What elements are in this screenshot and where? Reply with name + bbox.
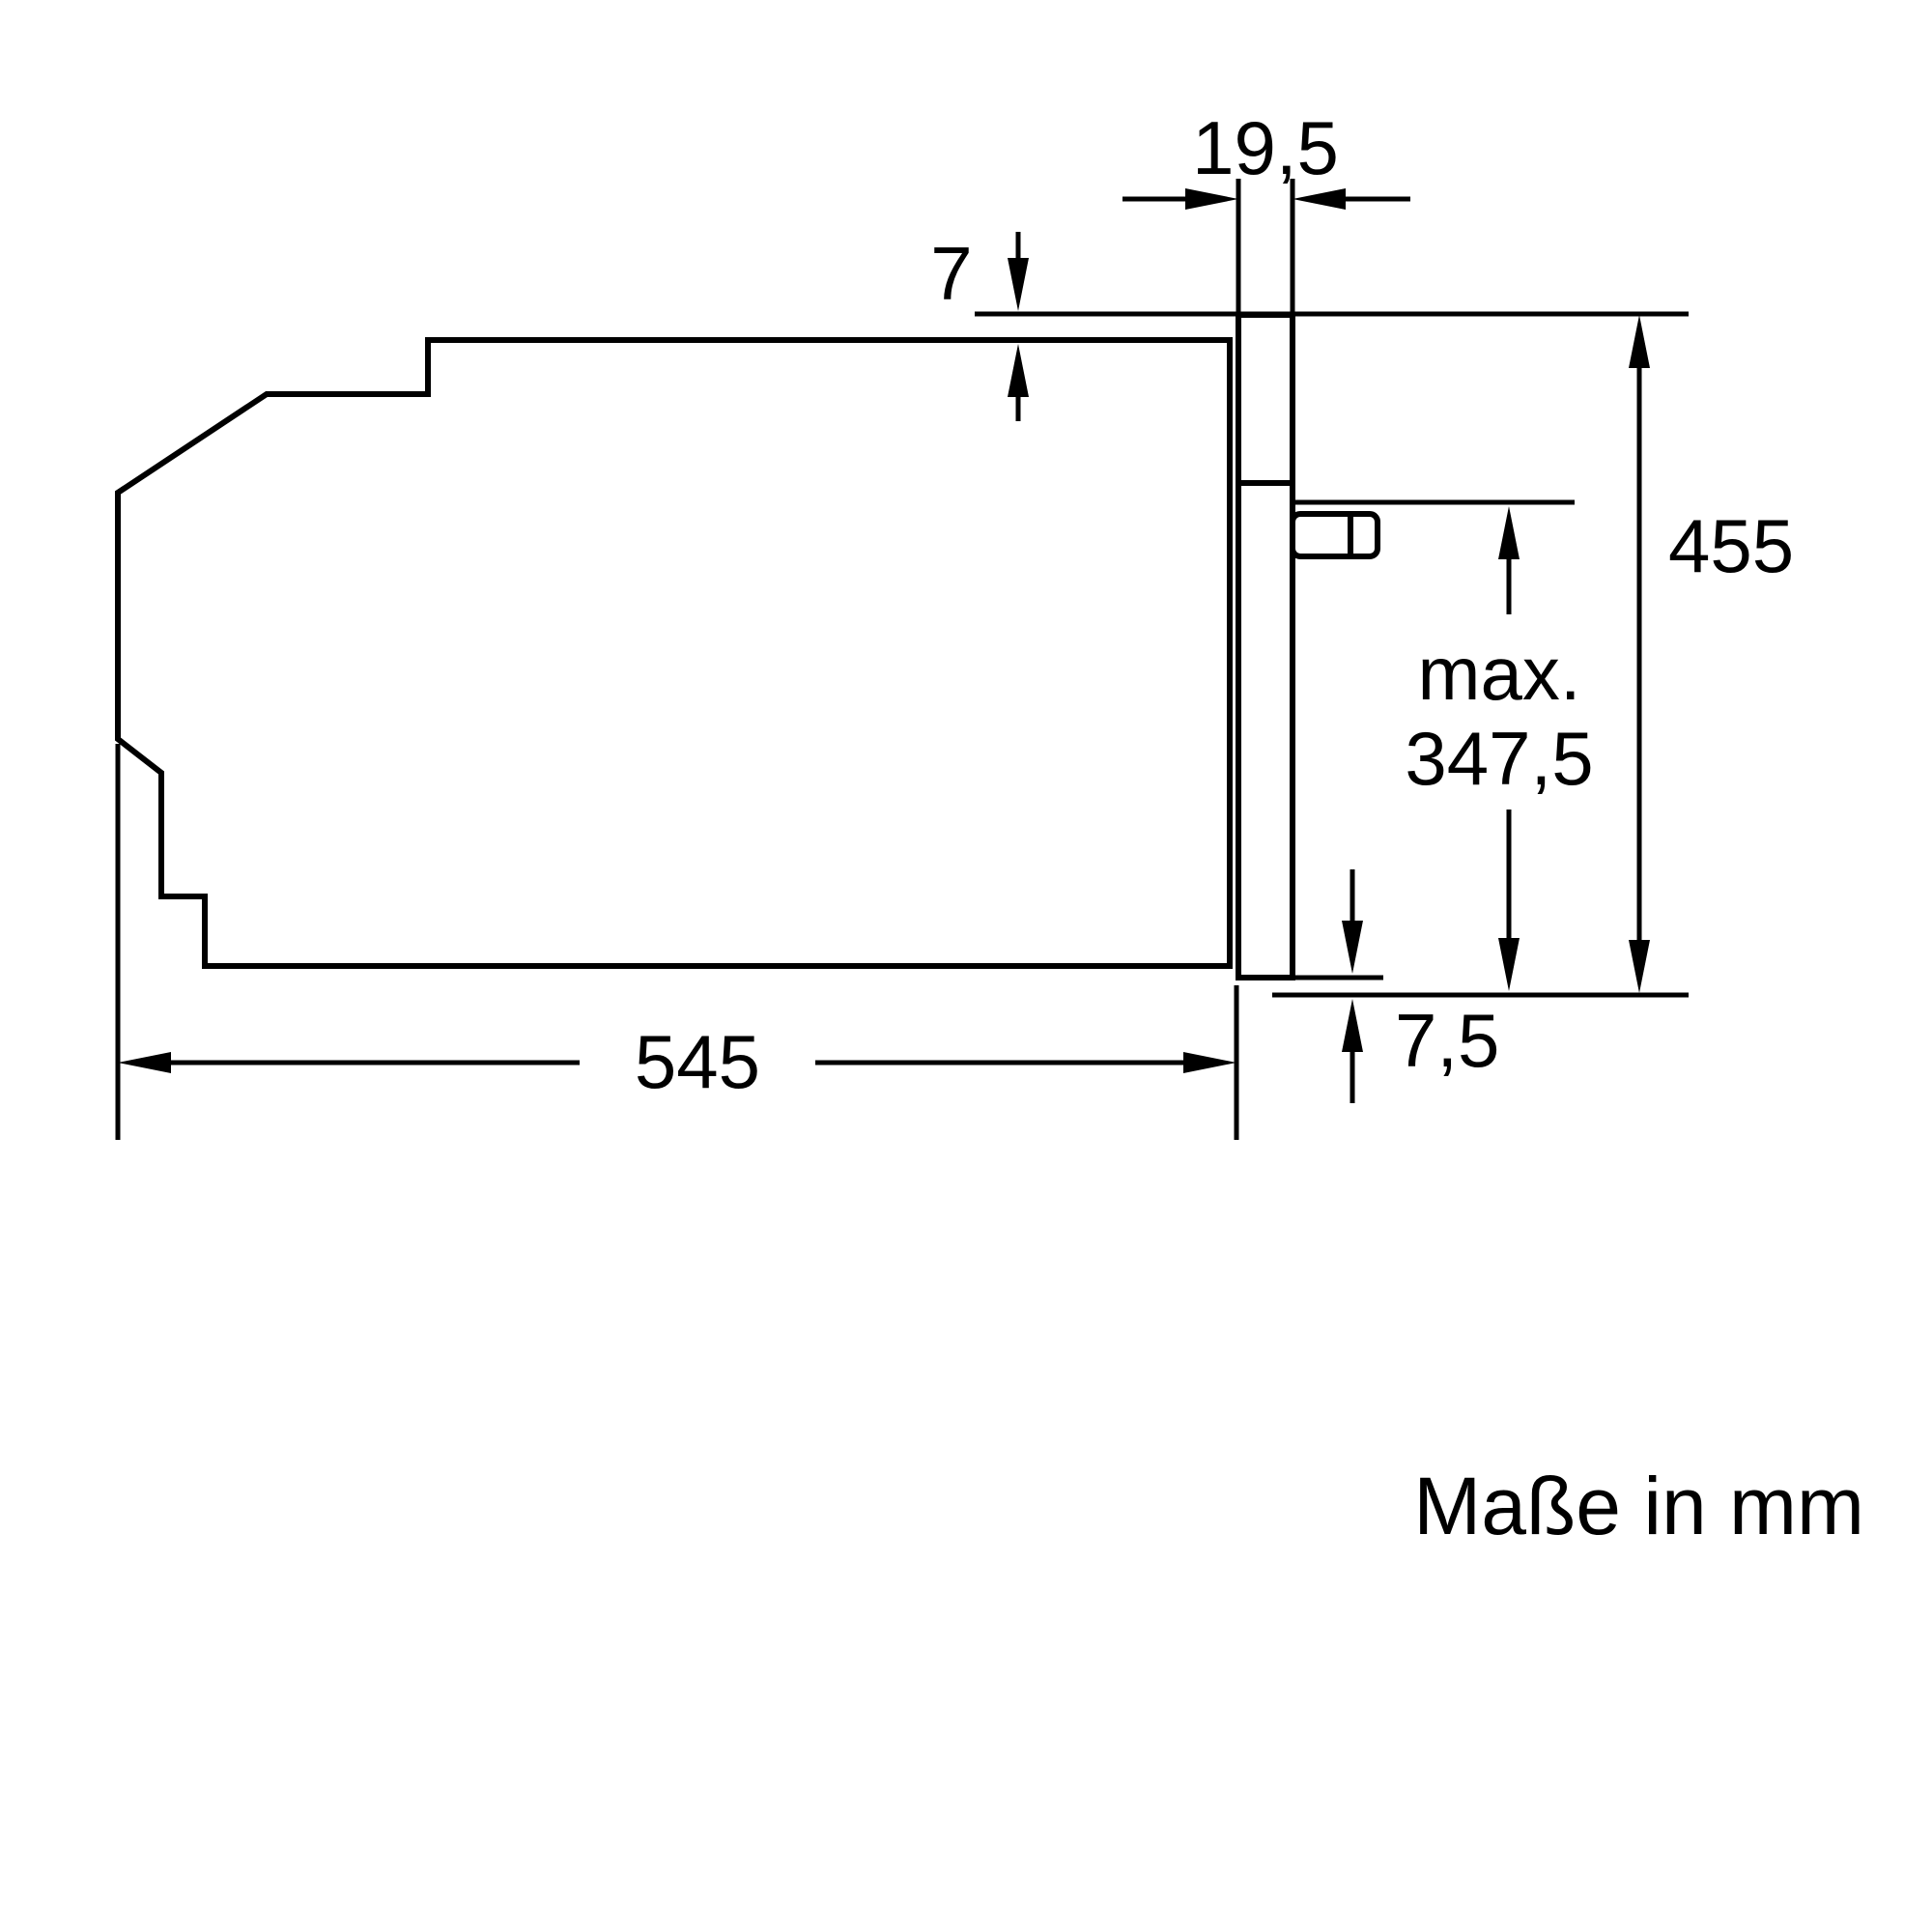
body-profile — [115, 337, 1233, 969]
dimension-niche-height: 455 — [1629, 315, 1794, 993]
arrowhead-down-icon — [1342, 921, 1363, 974]
arrowhead-right-icon — [1183, 1052, 1236, 1073]
arrowhead-up-icon — [1498, 506, 1520, 559]
arrowhead-left-icon — [1293, 188, 1346, 210]
dim-label-door-protrusion: 19,5 — [1192, 105, 1339, 190]
dim-label-depth: 545 — [635, 1019, 760, 1104]
appliance-door — [1236, 312, 1295, 980]
arrowhead-up-icon — [1342, 999, 1363, 1052]
dimension-door-protrusion: 19,5 — [1122, 105, 1410, 210]
arrowhead-down-icon — [1008, 258, 1029, 311]
dim-label-max-prefix: max. — [1417, 631, 1580, 716]
dimension-depth: 545 — [118, 1019, 1236, 1104]
reference-lines — [115, 179, 1689, 1140]
door-handle — [1290, 511, 1380, 559]
dim-label-max-value: 347,5 — [1405, 716, 1593, 801]
dimension-max-clearance: max. 347,5 — [1405, 506, 1594, 991]
dim-label-top-overlap: 7 — [930, 231, 972, 316]
handle-knob — [1290, 511, 1380, 559]
arrowhead-up-icon — [1629, 315, 1650, 368]
door-panel — [1236, 312, 1295, 980]
arrowhead-right-icon — [1185, 188, 1238, 210]
units-caption: Maße in mm — [1413, 1461, 1864, 1551]
dim-label-bottom-clearance: 7,5 — [1395, 998, 1499, 1083]
dimension-top-overlap: 7 — [930, 231, 1029, 421]
arrowhead-down-icon — [1629, 940, 1650, 993]
dim-label-niche-height: 455 — [1668, 503, 1794, 588]
arrowhead-left-icon — [118, 1052, 171, 1073]
dimension-bottom-clearance: 7,5 — [1342, 869, 1499, 1103]
arrowhead-down-icon — [1498, 938, 1520, 991]
arrowhead-up-icon — [1008, 344, 1029, 397]
appliance-body-outline — [115, 337, 1233, 969]
